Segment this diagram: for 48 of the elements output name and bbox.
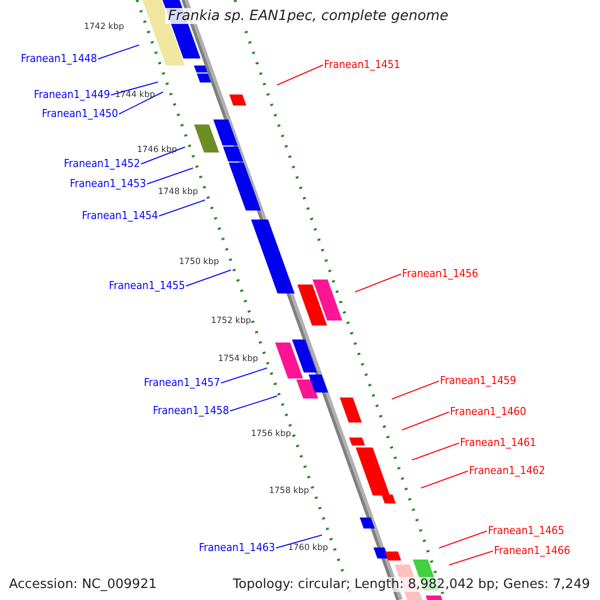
leader-line [110, 82, 158, 96]
gene-label: Franean1_1457 [144, 377, 220, 389]
gene-label: Franean1_1466 [494, 545, 570, 557]
scale-label: 1742 kbp [84, 22, 124, 32]
gene-label: Franean1_1456 [402, 268, 478, 280]
leader-line [118, 92, 164, 114]
gene-label: Franean1_1450 [42, 108, 118, 120]
scale-label: 1752 kbp [210, 316, 252, 326]
accession-text: Accession: NC_009921 [9, 577, 157, 592]
gene-label: Franean1_1461 [460, 437, 536, 449]
leader-line [158, 200, 206, 216]
leader-line [438, 530, 488, 548]
leader-line [220, 368, 268, 384]
leader-line [276, 534, 322, 548]
gene-label: Franean1_1455 [108, 280, 185, 292]
leader-line [140, 146, 186, 164]
gene-label: Franean1_1459 [440, 375, 516, 387]
gene-label: Franean1_1452 [64, 158, 140, 170]
scale-label: 1750 kbp [178, 257, 220, 267]
gene-label: Franean1_1451 [324, 59, 400, 71]
leader-line [392, 380, 440, 400]
scale-label: 1746 kbp [136, 145, 178, 155]
leader-line [448, 550, 494, 566]
leader-line [146, 168, 194, 184]
genome-info-text: Topology: circular; Length: 8,982,042 bp; Genes: 7,249 [232, 577, 590, 592]
gene-label: Franean1_1460 [450, 406, 526, 418]
leader-line [186, 270, 232, 286]
scale-label: 1760 kbp [288, 543, 328, 553]
gene-label: Franean1_1458 [152, 405, 229, 417]
gene-label: Franean1_1453 [70, 178, 146, 190]
leader-line [420, 470, 468, 488]
gene-label: Franean1_1463 [198, 542, 275, 554]
gene-label: Franean1_1449 [34, 89, 110, 101]
gene-label: Franean1_1454 [82, 210, 158, 222]
gene-label: Franean1_1465 [488, 525, 564, 537]
scale-label: 1758 kbp [268, 486, 310, 496]
leader-line [230, 396, 278, 412]
scale-label: 1748 kbp [158, 187, 198, 197]
leader-line [276, 64, 324, 86]
leader-line [98, 44, 140, 60]
gene-label: Franean1_1462 [469, 465, 546, 477]
leader-line [412, 442, 460, 460]
gene-label: Franean1_1448 [20, 53, 97, 65]
leader-line [402, 412, 450, 430]
leader-line [354, 274, 402, 292]
scale-label: 1744 kbp [114, 90, 156, 100]
scale-label: 1754 kbp [218, 354, 258, 364]
scale-label: 1756 kbp [250, 429, 292, 439]
